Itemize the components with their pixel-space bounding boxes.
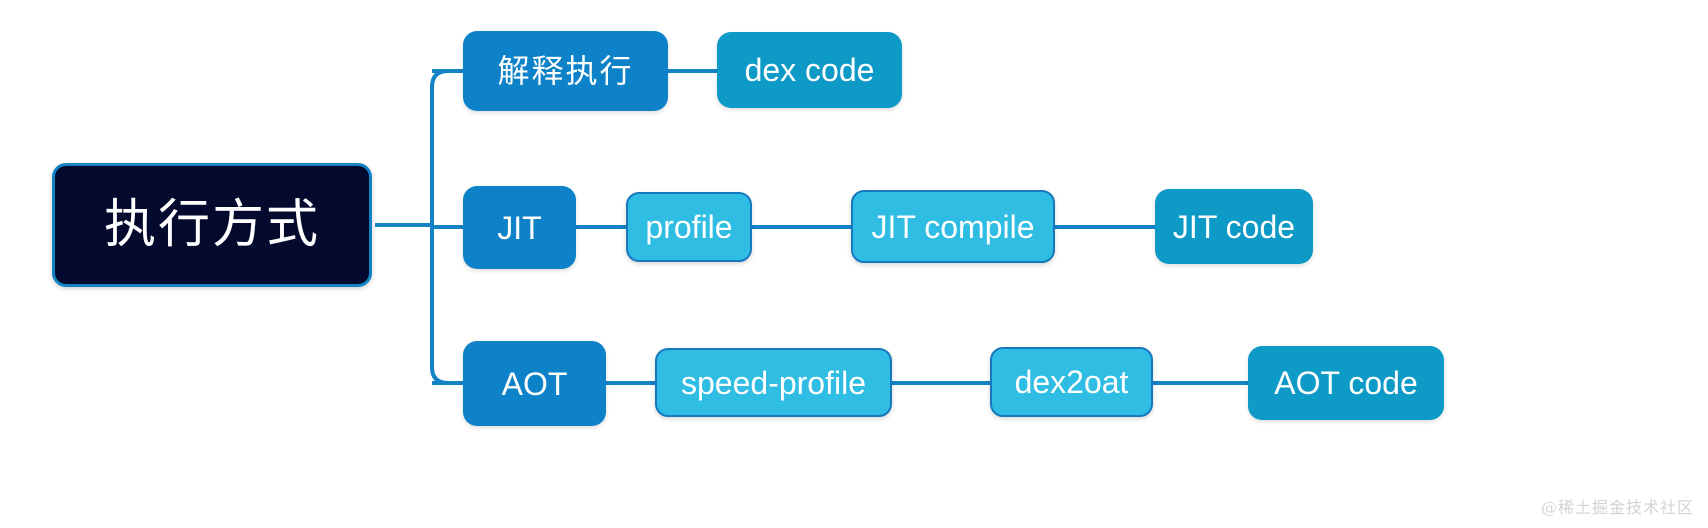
- trunk-path: [430, 69, 456, 385]
- node-aot-code[interactable]: AOT code: [1248, 346, 1444, 420]
- node-jit[interactable]: JIT: [463, 186, 576, 269]
- node-dex-code-label: dex code: [744, 52, 875, 88]
- watermark: @稀土掘金技术社区: [1540, 498, 1694, 517]
- node-dex2oat-label: dex2oat: [1014, 364, 1129, 400]
- node-profile-label: profile: [645, 209, 733, 245]
- node-aot[interactable]: AOT: [463, 341, 606, 426]
- node-dex2oat[interactable]: dex2oat: [990, 347, 1153, 417]
- node-dex-code[interactable]: dex code: [717, 32, 902, 108]
- node-jit-code-label: JIT code: [1172, 208, 1296, 245]
- node-profile[interactable]: profile: [626, 192, 752, 262]
- node-speed-profile-label: speed-profile: [681, 364, 866, 401]
- node-interpret-label: 解释执行: [497, 53, 634, 89]
- root-node[interactable]: 执行方式: [52, 163, 372, 287]
- node-jit-compile-label: JIT compile: [871, 208, 1035, 245]
- node-aot-label: AOT: [501, 365, 568, 402]
- node-jit-code[interactable]: JIT code: [1155, 189, 1313, 264]
- node-interpret[interactable]: 解释执行: [463, 31, 668, 111]
- node-jit-label: JIT: [497, 209, 542, 246]
- node-speed-profile[interactable]: speed-profile: [655, 348, 892, 417]
- node-aot-code-label: AOT code: [1274, 365, 1418, 401]
- root-node-label: 执行方式: [103, 196, 320, 254]
- node-jit-compile[interactable]: JIT compile: [851, 190, 1055, 263]
